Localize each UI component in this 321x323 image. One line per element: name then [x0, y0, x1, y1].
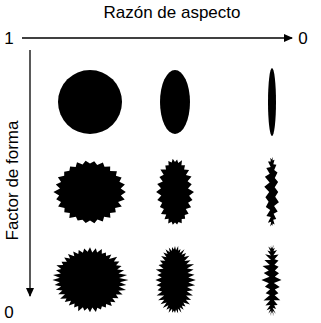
- particle-shape: [58, 70, 122, 134]
- axis-title: Factor de forma: [4, 120, 21, 240]
- shape-grid: [52, 68, 281, 316]
- particle-shape: [53, 161, 125, 224]
- axis-value: 0: [298, 30, 307, 47]
- form-axis: [29, 50, 30, 296]
- particle-shape: [160, 70, 190, 134]
- axis-title: Razón de aspecto: [103, 4, 240, 21]
- aspect-axis: [22, 37, 292, 38]
- particle-shape: [52, 247, 128, 312]
- axis-value: 0: [4, 304, 13, 321]
- particle-shape: [264, 157, 279, 227]
- particle-shape: [155, 246, 195, 313]
- particle-shape: [261, 244, 281, 316]
- particle-shape: [156, 159, 194, 225]
- particle-shape: [268, 68, 276, 136]
- axis-value: 1: [4, 30, 13, 47]
